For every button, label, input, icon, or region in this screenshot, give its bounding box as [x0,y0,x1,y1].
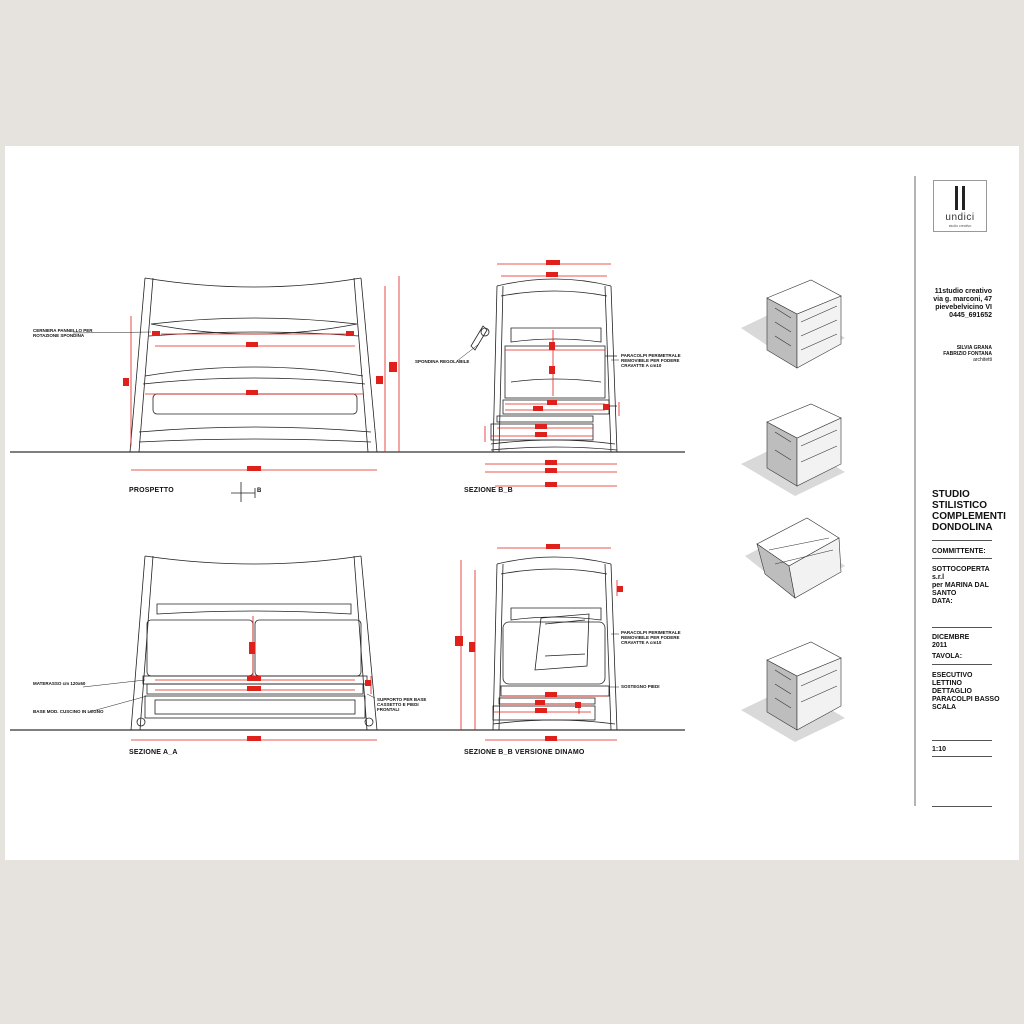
technical-drawing [10,176,916,806]
title-rule [932,540,992,541]
tavola: ESECUTIVO LETTINO DETTAGLIO PARACOLPI BA… [932,672,1000,703]
title-rule [932,664,992,665]
scala-label: SCALA [932,704,957,711]
logo-subtitle: studio creativo [948,224,972,228]
drawing-date: DICEMBRE 2011 [932,634,970,649]
tavola-label: TAVOLA: [932,653,963,660]
view-title-sezione-bb: SEZIONE B_B [464,487,513,494]
note-base: BASE MOD. CUSCINO IN LEGNO [33,709,104,714]
architects: SILVIA GRANA FABRIZIO FONTANA architetti [943,345,992,363]
perspective-views [741,279,845,742]
note-supporto: SUPPORTO PER BASE CASSETTO E PIEDI FRONT… [377,697,427,712]
view-title-sezione-bb-dinamo: SEZIONE B_B VERSIONE DINAMO [464,749,585,756]
studio-logo: undici studio creativo [933,180,987,232]
title-rule [932,627,992,628]
dimension-lines [123,260,623,741]
title-rule [932,806,992,807]
project-title: STUDIO STILISTICO COMPLEMENTI DONDOLINA [932,489,1006,533]
note-spondina: SPONDINA REGOLABILE [415,359,470,364]
title-rule [932,740,992,741]
drawing-scale: 1:10 [932,746,947,753]
prospetto-drawing [10,277,685,502]
title-rule [932,756,992,757]
section-marker: B [257,488,262,494]
committente: SOTTOCOPERTA s.r.l per MARINA DAL SANTO [932,566,990,597]
title-rule [932,558,992,559]
note-materasso: MATERASSO cm 120x60 [33,681,86,686]
logo-text: undici [945,212,975,223]
drawing-sheet: PROSPETTO B SEZIONE B_B SEZIONE A_A SEZI… [5,146,1019,860]
note-leaders [72,331,619,713]
data-label: DATA: [932,598,953,605]
note-paracolpi-bottom: PARACOLPI PERIMETRALE REMOVIBILE PER FOD… [621,630,681,645]
note-sostegno: SOSTEGNO PIEDI [621,684,660,689]
sezione-bb-dinamo-drawing [492,556,618,731]
note-paracolpi-top: PARACOLPI PERIMETRALE REMOVIBILE PER FOD… [621,353,681,368]
note-cerniera: CERNIERA PANNELLO PER ROTAZIONE SPONDINA [33,328,93,338]
committente-label: COMMITTENTE: [932,548,986,555]
view-title-prospetto: PROSPETTO [129,487,174,494]
sezione-aa-drawing [10,555,685,731]
studio-address: 11studio creativo via g. marconi, 47 pie… [933,288,992,319]
view-title-sezione-aa: SEZIONE A_A [129,749,178,756]
